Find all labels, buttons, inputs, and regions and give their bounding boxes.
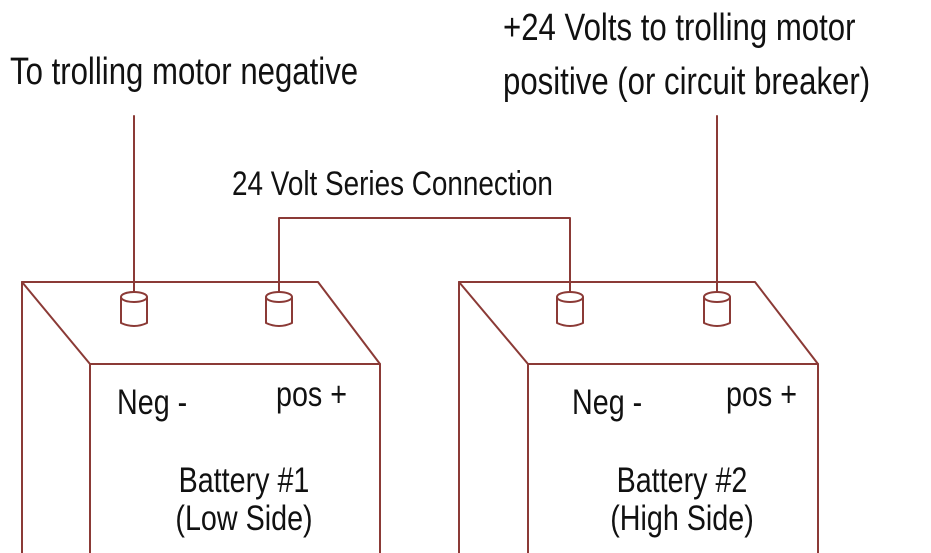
battery-2-title: Battery #2 (High Side) [559,462,805,538]
battery-1-positive-label: pos + [276,375,348,414]
battery-1-negative-label: Neg - [117,383,188,422]
battery-2-positive-terminal [703,291,731,327]
battery-1-negative-terminal [120,291,148,327]
positive-lead-label-line-1: +24 Volts to trolling motor [503,7,856,49]
battery-1-side: (Low Side) [175,498,313,538]
battery-2-positive-label: pos + [726,375,798,414]
positive-lead-label-line-2: positive (or circuit breaker) [503,61,871,103]
negative-lead-label: To trolling motor negative [10,51,359,93]
battery-1-box [21,281,381,553]
battery-1-name: Battery #1 [178,461,310,500]
series-connection-wire [278,217,571,293]
battery-1-title: Battery #1 (Low Side) [121,462,367,538]
series-connection-label: 24 Volt Series Connection [232,165,553,203]
battery-2-name: Battery #2 [616,461,748,500]
battery-2-side: (High Side) [610,498,754,538]
battery-2-negative-label: Neg - [572,383,643,422]
battery-2-negative-terminal [556,291,584,327]
battery-1-positive-terminal [265,291,293,327]
battery-2-box [458,281,819,553]
